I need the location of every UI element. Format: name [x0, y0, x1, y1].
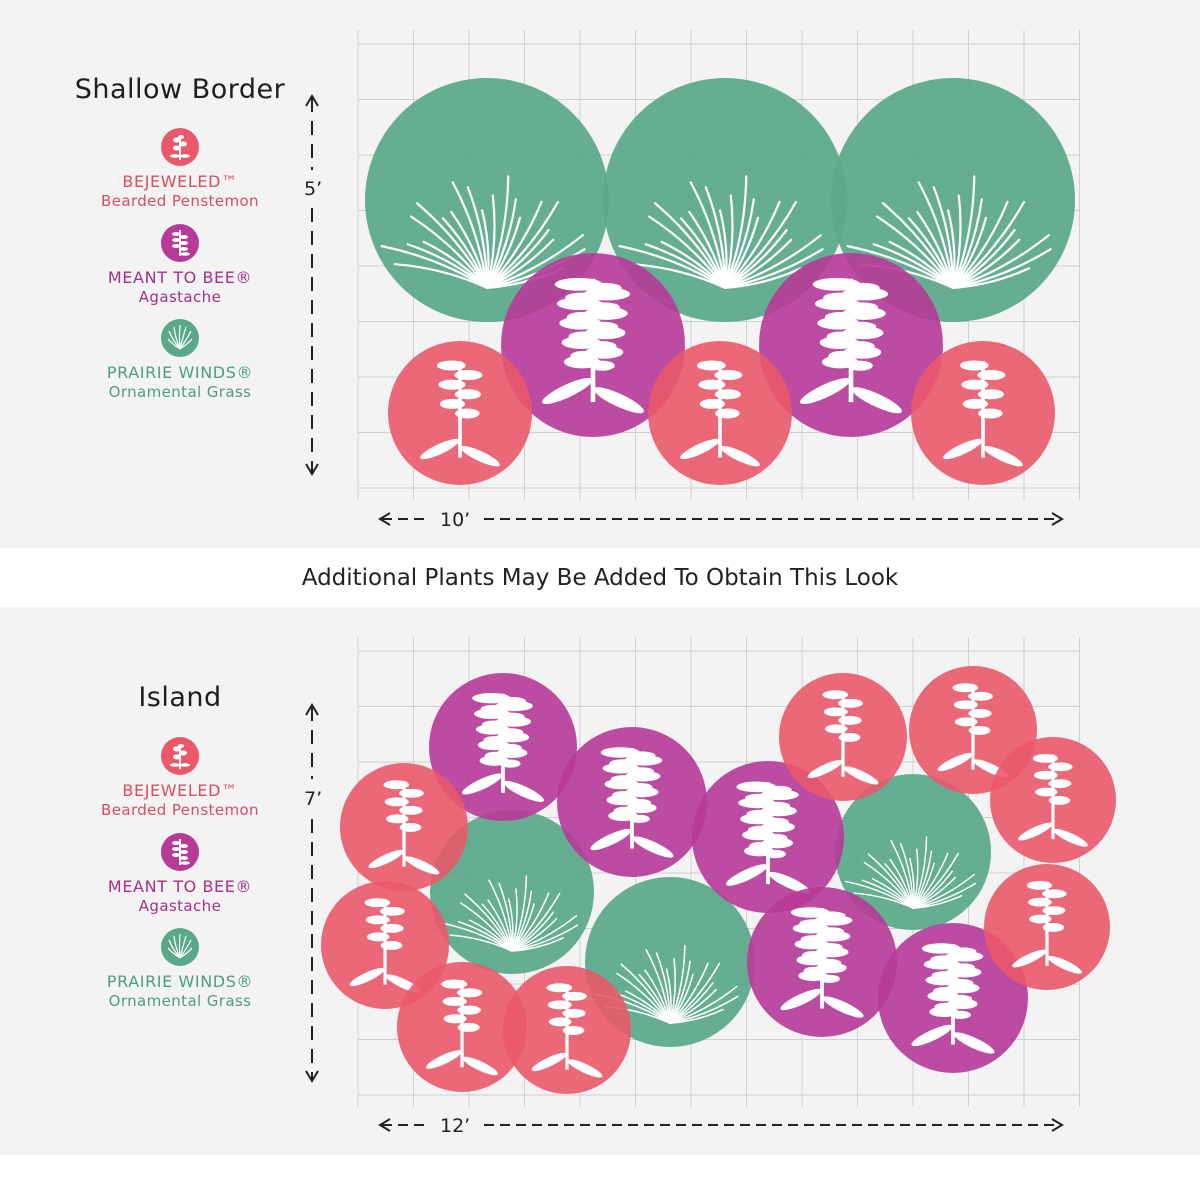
grass-icon: [161, 928, 199, 966]
island-panel: 7’ 12’ Island BEJEWELED™ Bearded Penstem…: [0, 607, 1200, 1155]
bejeweled-plant: [648, 341, 792, 485]
legend-name: MEANT TO BEE®: [107, 877, 253, 896]
legend-name: BEJEWELED™: [122, 781, 238, 800]
agastache-icon: [161, 833, 199, 871]
meant-to-bee-plant: [878, 923, 1028, 1073]
legend-item-prairie-winds: PRAIRIE WINDS® Ornamental Grass: [60, 319, 300, 401]
legend-item-bejeweled: BEJEWELED™ Bearded Penstemon: [60, 737, 300, 819]
bejeweled-plant: [340, 763, 468, 891]
prairie-winds-plant: [603, 78, 847, 322]
prairie-winds-plant: [430, 810, 594, 974]
legend-item-meant-to-bee: MEANT TO BEE® Agastache: [60, 833, 300, 915]
island-plan: 7’ 12’: [304, 637, 1116, 1137]
height-label: 5’: [304, 178, 322, 200]
design-title: Island: [138, 682, 222, 713]
meant-to-bee-plant: [747, 887, 897, 1037]
legend-name: MEANT TO BEE®: [107, 268, 253, 287]
width-label: 10’: [440, 509, 470, 531]
legend-name: PRAIRIE WINDS®: [106, 363, 254, 382]
legend-name: BEJEWELED™: [122, 172, 238, 191]
bejeweled-plant: [911, 341, 1055, 485]
bejeweled-plant: [397, 962, 527, 1092]
shallow-border-panel: 5’ 10’ Shallow Border BEJEWELED™ Bearded…: [0, 0, 1200, 548]
bejeweled-plant: [990, 737, 1116, 863]
legend-sub: Bearded Penstemon: [101, 192, 259, 210]
bejeweled-plant: [984, 864, 1110, 990]
width-dimension: 12’: [378, 1115, 1064, 1137]
meant-to-bee-plant: [759, 253, 943, 437]
legend-item-bejeweled: BEJEWELED™ Bearded Penstemon: [60, 128, 300, 210]
height-dimension: 7’: [304, 703, 322, 1083]
penstemon-icon: [161, 128, 199, 166]
width-label: 12’: [440, 1115, 470, 1137]
legend-sub: Bearded Penstemon: [101, 801, 259, 819]
bejeweled-plant: [779, 673, 907, 801]
prairie-winds-plant: [835, 774, 991, 930]
legend-sub: Agastache: [138, 288, 222, 306]
agastache-icon: [161, 224, 199, 262]
legend-sub: Ornamental Grass: [108, 383, 252, 401]
height-label: 7’: [304, 788, 322, 810]
bejeweled-plant: [388, 341, 532, 485]
bejeweled-plant: [321, 881, 449, 1009]
legend-sub: Agastache: [138, 897, 222, 915]
meant-to-bee-plant: [692, 761, 844, 913]
height-dimension: 5’: [304, 94, 322, 476]
design-title: Shallow Border: [74, 74, 286, 105]
legend-item-meant-to-bee: MEANT TO BEE® Agastache: [60, 224, 300, 306]
bejeweled-plant: [503, 966, 631, 1094]
banner-note: Additional Plants May Be Added To Obtain…: [301, 564, 899, 591]
meant-to-bee-plant: [429, 673, 577, 821]
prairie-winds-plant: [365, 78, 609, 322]
prairie-winds-plant: [831, 78, 1075, 322]
legend-sub: Ornamental Grass: [108, 992, 252, 1010]
grass-icon: [161, 319, 199, 357]
legend-item-prairie-winds: PRAIRIE WINDS® Ornamental Grass: [60, 928, 300, 1010]
penstemon-icon: [161, 737, 199, 775]
meant-to-bee-plant: [557, 727, 707, 877]
shallow-border-plan: 5’ 10’: [304, 30, 1080, 531]
legend-name: PRAIRIE WINDS®: [106, 972, 254, 991]
width-dimension: 10’: [378, 509, 1064, 531]
meant-to-bee-plant: [501, 253, 685, 437]
